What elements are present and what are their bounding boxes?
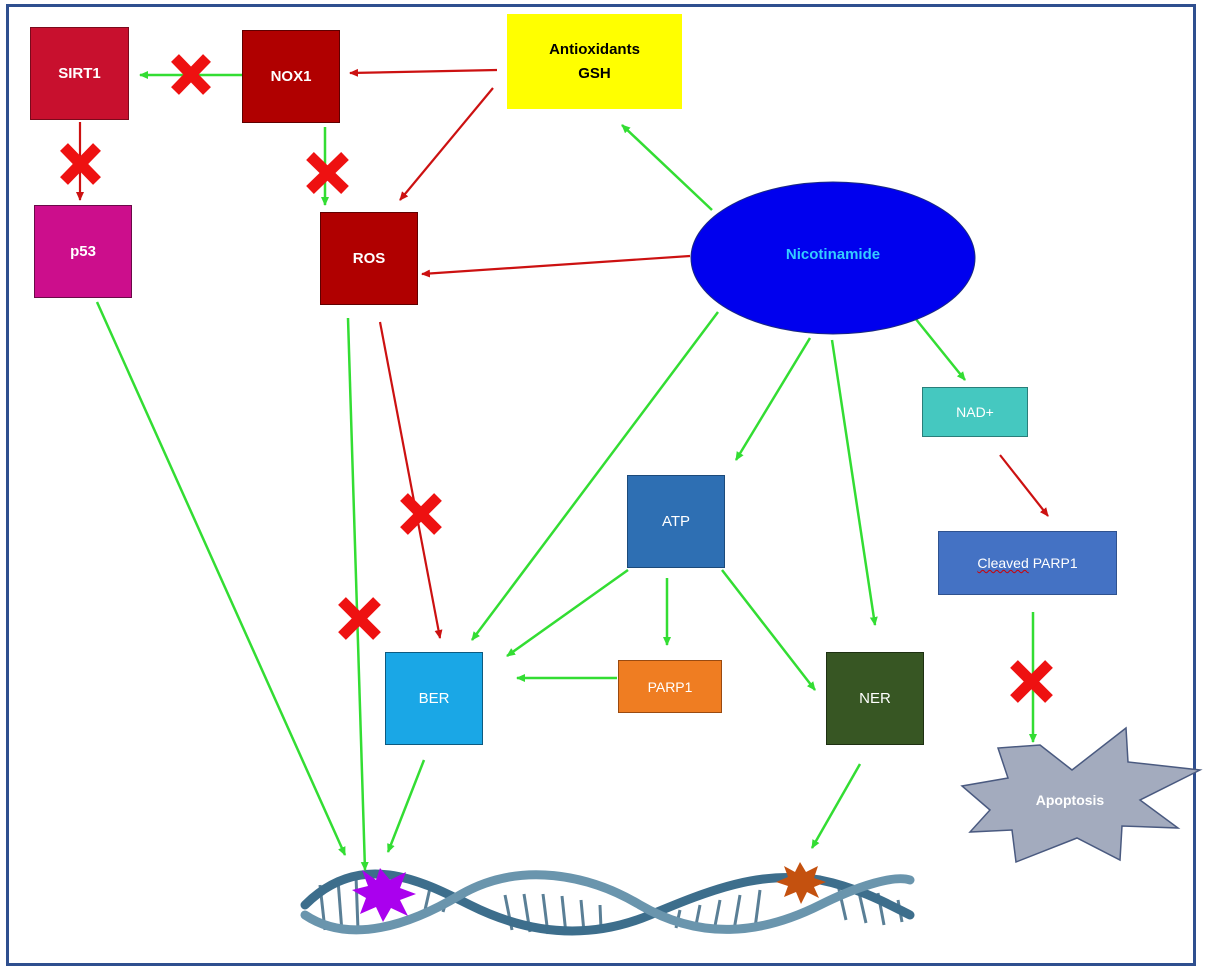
apoptosis-node-shape <box>960 726 1203 864</box>
block-x-nox1-sirt1 <box>171 54 211 95</box>
ros-label: ROS <box>352 250 386 267</box>
atp-label: ATP <box>661 513 691 530</box>
block-x-sirt1-p53 <box>60 143 101 185</box>
nox1-label: NOX1 <box>270 68 312 85</box>
dna-helix <box>300 869 915 936</box>
atp-node: ATP <box>627 475 725 568</box>
block-x-parp1-apoptosis <box>1010 660 1053 703</box>
dna-lesion-orange-star <box>776 862 826 904</box>
block-marks <box>60 54 1053 703</box>
p53-node: p53 <box>34 205 132 298</box>
nicotinamide-label: Nicotinamide <box>785 246 881 263</box>
nox1-node: NOX1 <box>242 30 340 123</box>
figure-border <box>6 4 1196 966</box>
ner-node: NER <box>826 652 924 745</box>
nad-node: NAD+ <box>922 387 1028 437</box>
antioxidants-label: Antioxidants <box>549 40 640 58</box>
ber-node: BER <box>385 652 483 745</box>
activation-arrows <box>95 71 1037 871</box>
ner-label: NER <box>859 690 891 707</box>
block-x-ros-ber <box>400 493 442 535</box>
nad-label: NAD+ <box>956 404 994 420</box>
cleaved-parp1-node: Cleaved PARP1 <box>938 531 1117 595</box>
dna-lesion-purple-star <box>352 868 416 922</box>
inhibition-arrows <box>76 68 1049 639</box>
apoptosis-label: Apoptosis <box>1035 792 1105 808</box>
ros-node: ROS <box>320 212 418 305</box>
antioxidants-node: Antioxidants GSH <box>507 14 682 109</box>
block-x-ros-dna <box>338 597 381 640</box>
sirt1-label: SIRT1 <box>58 65 101 82</box>
parp1-text-label: PARP1 <box>1032 555 1078 571</box>
nicotinamide-node-shape <box>690 181 976 335</box>
cleaved-label: Cleaved <box>977 555 1029 571</box>
sirt1-node: SIRT1 <box>30 27 129 120</box>
ber-label: BER <box>418 690 450 707</box>
block-x-nox1-ros <box>306 152 349 194</box>
gsh-label: GSH <box>578 64 611 82</box>
p53-label: p53 <box>70 243 96 260</box>
parp1-label: PARP1 <box>647 678 693 695</box>
parp1-node: PARP1 <box>618 660 722 713</box>
